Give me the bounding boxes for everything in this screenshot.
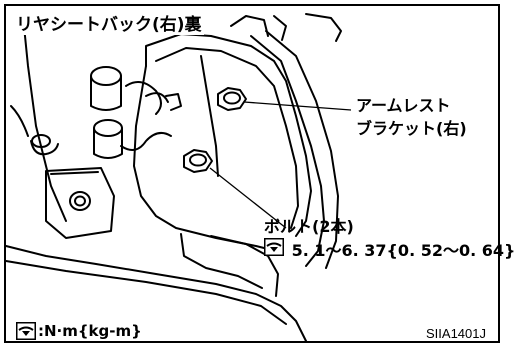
bolt-torque-value: 5. 1～6. 37{0. 52～0. 64} — [291, 241, 515, 260]
torque-unit-legend: :N·m{kg-m} — [16, 322, 142, 340]
bolt-callout: ボルト(2本) 5. 1～6. 37{0. 52～0. 64} — [264, 216, 515, 262]
figure-frame: リヤシートバック(右)裏 アームレスト ブラケット(右) ボルト(2本) 5. … — [4, 4, 515, 343]
figure-code: SIIA1401J — [426, 326, 486, 341]
armrest-bracket-label-line1: アームレスト — [356, 96, 451, 115]
torque-wrench-icon — [16, 322, 36, 340]
torque-unit-text: :N·m{kg-m} — [38, 321, 142, 340]
armrest-bracket-label-line2: ブラケット(右) — [356, 119, 467, 138]
figure-title: リヤシートバック(右)裏 — [14, 15, 204, 35]
armrest-bracket-callout: アームレスト ブラケット(右) — [356, 94, 467, 140]
bolt-label: ボルト(2本) — [264, 217, 354, 236]
seatback-illustration — [5, 13, 352, 342]
bolt-torque-spec: 5. 1～6. 37{0. 52～0. 64} — [264, 238, 515, 262]
torque-wrench-icon — [264, 238, 284, 256]
